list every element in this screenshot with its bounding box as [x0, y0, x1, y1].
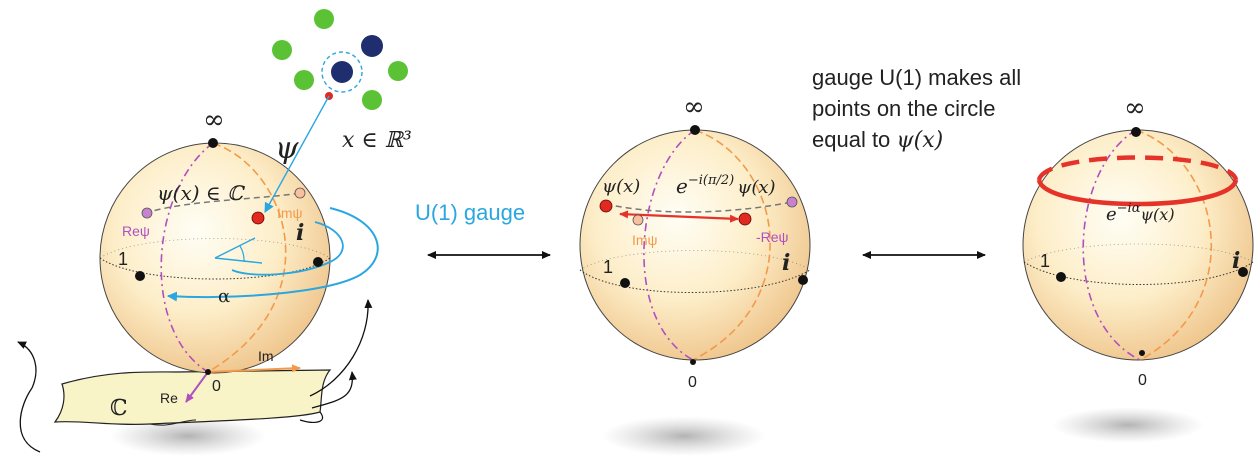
north-pole-point: [208, 138, 218, 148]
im-psi-label: Imψ: [277, 205, 303, 221]
u1-gauge-label: U(1) gauge: [415, 200, 525, 225]
complex-plane-label: ℂ: [110, 396, 128, 421]
zero-label-2: 0: [688, 374, 697, 391]
caption-line-2: points on the circle: [812, 96, 996, 121]
sphere-shadow-1: [110, 416, 266, 456]
infinity-label-2: ∞: [683, 92, 705, 122]
i-label-1: i: [296, 220, 304, 246]
south-pole-point: [205, 369, 211, 375]
re-psi-label: Reψ: [122, 223, 150, 239]
riemann-sphere-3: [1022, 129, 1254, 361]
sphere-shadow-2: [602, 416, 766, 456]
circle-psi-label: e−iαψ(x): [1106, 201, 1175, 225]
one-label-2: 1: [603, 257, 613, 277]
psi-label: ψ: [275, 131, 299, 166]
caption-line-1: gauge U(1) makes all: [812, 65, 1022, 90]
x-in-r3-label: x ∈ ℝ³: [342, 128, 412, 153]
i-point: [313, 257, 323, 267]
im-axis-label: Im: [258, 348, 274, 364]
right-panel: [1022, 127, 1254, 361]
molecule-cluster: [272, 9, 408, 110]
i-label-3: i: [1232, 248, 1240, 274]
riemann-sphere-2: [579, 129, 811, 361]
middle-panel: [579, 125, 811, 365]
rotated-psi-label: e−i(π/2)ψ(x): [676, 173, 776, 198]
gauge-orbit-circle: [1036, 178, 1239, 207]
psi-x-label: ψ(x): [602, 176, 640, 197]
zero-label-1: 0: [212, 378, 221, 395]
neg-re-psi-label: -Reψ: [756, 229, 789, 245]
rotation-red-arrow: [619, 210, 739, 223]
re-axis-label: Re: [160, 390, 178, 406]
complex-plane: [53, 369, 332, 425]
gauge-caption: gauge U(1) makes all points on the circl…: [812, 62, 1072, 156]
caption-line-3: equal to ψ(x): [812, 127, 944, 153]
psi-in-c-label: ψ(x) ∈ ℂ: [157, 181, 245, 205]
sphere-shadow-3: [1052, 407, 1204, 443]
one-point: [135, 271, 145, 281]
im-psi-label-2: Imψ: [632, 232, 658, 248]
re-psi-point: [141, 207, 153, 219]
infinity-label-1: ∞: [203, 105, 225, 135]
alpha-label: α: [218, 286, 230, 307]
im-psi-point: [294, 187, 306, 199]
i-label-2: i: [782, 250, 790, 276]
rotation-arrow: [167, 207, 379, 302]
left-panel: [17, 9, 408, 453]
caption-psi-x: ψ(x): [896, 128, 944, 153]
one-label-3: 1: [1040, 251, 1050, 271]
psi-point: [251, 211, 265, 225]
one-label-1: 1: [118, 249, 128, 269]
infinity-label-3: ∞: [1124, 93, 1146, 123]
zero-label-3: 0: [1138, 372, 1147, 389]
